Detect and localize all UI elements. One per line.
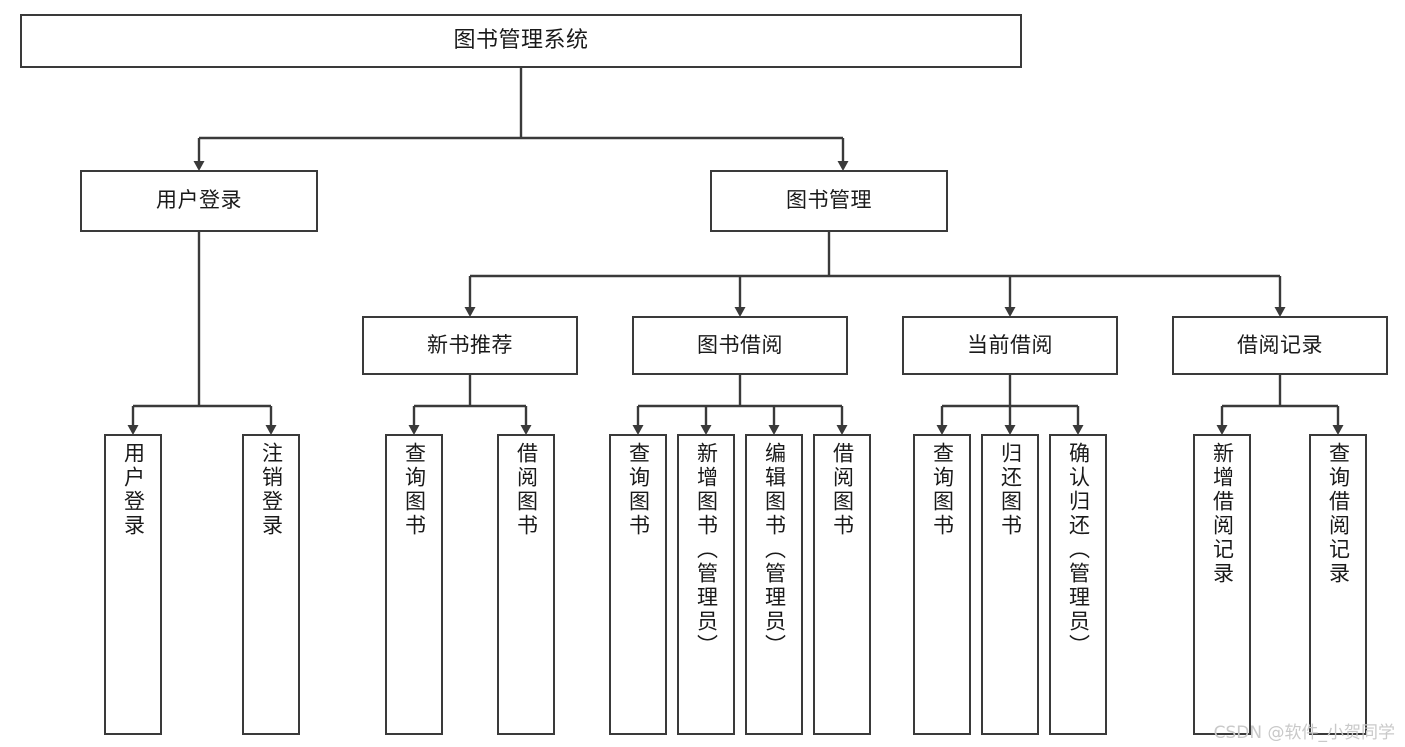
- node-label: 新增借阅记录: [1210, 442, 1235, 586]
- node-user-login[interactable]: 用户登录: [80, 170, 318, 232]
- node-label: 编辑图书（管理员）: [762, 442, 787, 658]
- node-leaf-query-book-current[interactable]: 查询图书: [913, 434, 971, 735]
- node-label: 借阅图书: [830, 442, 855, 538]
- watermark-text: CSDN @软件_小贺同学: [1213, 723, 1395, 743]
- node-label: 新书推荐: [427, 332, 513, 357]
- node-leaf-confirm-return-admin[interactable]: 确认归还（管理员）: [1049, 434, 1107, 735]
- node-label: 查询图书: [930, 442, 955, 538]
- node-borrow-record[interactable]: 借阅记录: [1172, 316, 1388, 375]
- node-label: 当前借阅: [967, 332, 1053, 357]
- node-root-system[interactable]: 图书管理系统: [20, 14, 1022, 68]
- node-leaf-edit-book-admin[interactable]: 编辑图书（管理员）: [745, 434, 803, 735]
- node-label: 查询图书: [402, 442, 427, 538]
- node-label: 注销登录: [259, 442, 284, 538]
- node-leaf-add-book-admin[interactable]: 新增图书（管理员）: [677, 434, 735, 735]
- node-leaf-query-borrow-record[interactable]: 查询借阅记录: [1309, 434, 1367, 735]
- node-book-borrow[interactable]: 图书借阅: [632, 316, 848, 375]
- node-label: 借阅图书: [514, 442, 539, 538]
- node-label: 新增图书（管理员）: [694, 442, 719, 658]
- node-label: 用户登录: [156, 188, 242, 213]
- node-current-borrow[interactable]: 当前借阅: [902, 316, 1118, 375]
- node-new-book-recommend[interactable]: 新书推荐: [362, 316, 578, 375]
- node-label: 查询图书: [626, 442, 651, 538]
- node-leaf-borrow-book[interactable]: 借阅图书: [813, 434, 871, 735]
- node-book-management[interactable]: 图书管理: [710, 170, 948, 232]
- node-label: 借阅记录: [1237, 332, 1323, 357]
- node-label: 用户登录: [121, 442, 146, 538]
- node-label: 图书借阅: [697, 332, 783, 357]
- node-label: 确认归还（管理员）: [1066, 442, 1091, 658]
- node-leaf-add-borrow-record[interactable]: 新增借阅记录: [1193, 434, 1251, 735]
- node-label: 图书管理系统: [453, 27, 589, 53]
- node-leaf-query-book-borrow[interactable]: 查询图书: [609, 434, 667, 735]
- node-leaf-user-login[interactable]: 用户登录: [104, 434, 162, 735]
- node-label: 归还图书: [998, 442, 1023, 538]
- node-label: 图书管理: [786, 188, 872, 213]
- node-leaf-query-book-recommend[interactable]: 查询图书: [385, 434, 443, 735]
- node-leaf-borrow-book-recommend[interactable]: 借阅图书: [497, 434, 555, 735]
- node-leaf-return-book[interactable]: 归还图书: [981, 434, 1039, 735]
- node-leaf-logout[interactable]: 注销登录: [242, 434, 300, 735]
- node-label: 查询借阅记录: [1326, 442, 1351, 586]
